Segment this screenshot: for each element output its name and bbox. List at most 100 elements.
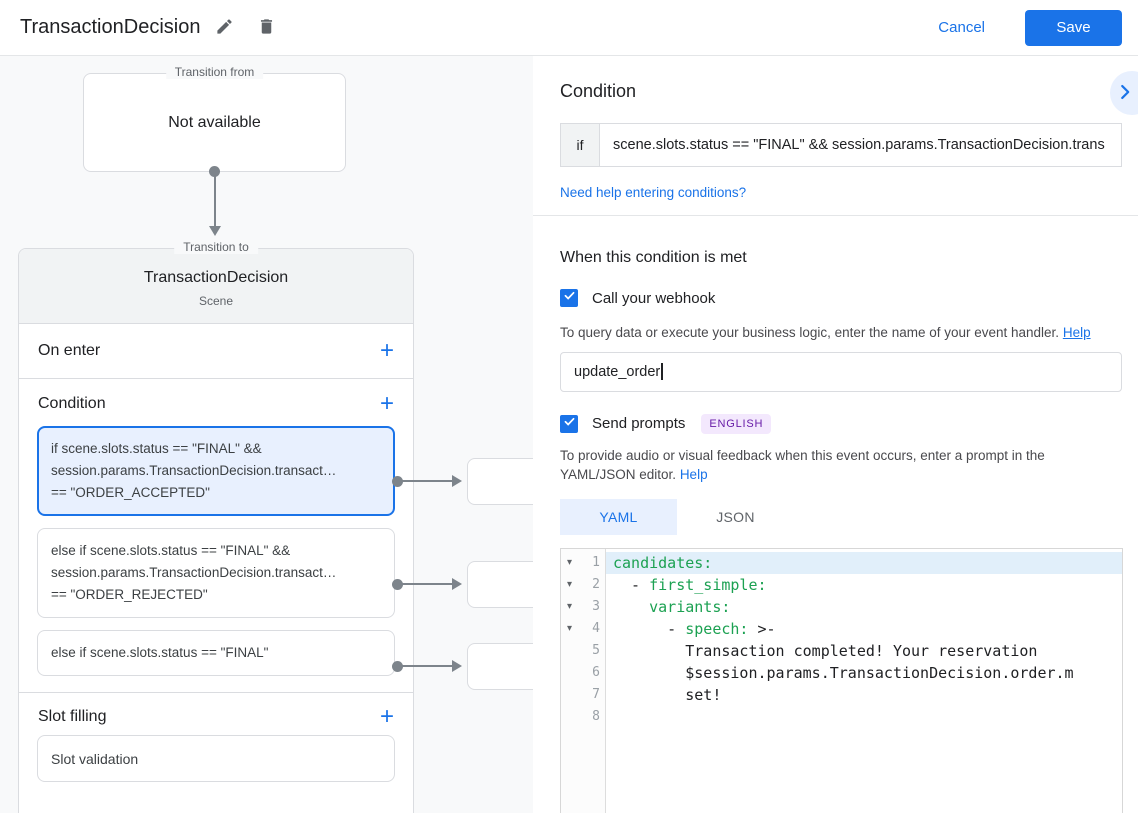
plus-icon: + bbox=[379, 703, 394, 730]
connector-arrowhead bbox=[452, 578, 462, 590]
checkmark-icon bbox=[563, 415, 576, 433]
code-line[interactable]: $session.params.TransactionDecision.orde… bbox=[606, 662, 1122, 684]
on-enter-section: On enter + bbox=[19, 324, 413, 379]
condition-card-final[interactable]: else if scene.slots.status == "FINAL" bbox=[37, 630, 395, 676]
panel-heading: Condition bbox=[560, 81, 637, 101]
fold-arrow-icon[interactable]: ▾ bbox=[566, 579, 573, 591]
condition-section: Condition + if scene.slots.status == "FI… bbox=[19, 379, 413, 693]
condition-line: == "ORDER_ACCEPTED" bbox=[51, 485, 210, 500]
code-line[interactable]: - speech: >- bbox=[606, 618, 1122, 640]
webhook-helper-body: To query data or execute your business l… bbox=[560, 325, 1060, 340]
connector-line bbox=[398, 583, 453, 585]
transition-from-label: Transition from bbox=[165, 65, 264, 79]
page-title: TransactionDecision bbox=[20, 16, 201, 38]
yaml-key: first_simple: bbox=[649, 575, 767, 594]
code-line[interactable]: Transaction completed! Your reservation bbox=[606, 640, 1122, 662]
event-handler-value: update_order bbox=[574, 363, 661, 380]
webhook-helper-text: To query data or execute your business l… bbox=[560, 323, 1118, 343]
checkmark-icon bbox=[563, 289, 576, 307]
conditions-help-link[interactable]: Need help entering conditions? bbox=[560, 185, 747, 200]
send-prompts-checkbox[interactable] bbox=[560, 414, 578, 433]
yaml-key: speech: bbox=[685, 619, 749, 638]
transition-from-content: Not available bbox=[168, 113, 261, 131]
yaml-code-editor[interactable]: ▾1 ▾2 ▾3 ▾4 5 6 7 8 candidates: - first_… bbox=[560, 547, 1123, 813]
edit-scene-button[interactable] bbox=[206, 10, 242, 46]
condition-line: else if scene.slots.status == "FINAL" && bbox=[51, 543, 291, 558]
language-badge: ENGLISH bbox=[701, 413, 772, 434]
add-slot-button[interactable]: + bbox=[380, 705, 394, 729]
yaml-text: - bbox=[613, 619, 686, 638]
transition-target-box[interactable] bbox=[467, 643, 533, 690]
scene-name: TransactionDecision bbox=[143, 269, 289, 286]
connector-arrowhead bbox=[452, 660, 462, 672]
line-number: 6 bbox=[592, 665, 600, 681]
webhook-help-link[interactable]: Help bbox=[1062, 325, 1091, 340]
transition-to-box: Transition to TransactionDecision Scene … bbox=[18, 240, 414, 813]
event-handler-input[interactable]: update_order bbox=[560, 351, 1122, 392]
collapse-panel-button[interactable] bbox=[1110, 71, 1138, 115]
connector-dot bbox=[392, 579, 403, 590]
yaml-text: set! bbox=[613, 685, 722, 704]
yaml-text: >- bbox=[748, 619, 776, 638]
tab-json[interactable]: JSON bbox=[716, 508, 755, 525]
prompts-helper-body: To provide audio or visual feedback when… bbox=[560, 447, 1045, 483]
add-condition-button[interactable]: + bbox=[380, 392, 394, 416]
condition-line: session.params.TransactionDecision.trans… bbox=[51, 463, 337, 478]
prompts-helper-text: To provide audio or visual feedback when… bbox=[560, 446, 1118, 485]
code-line[interactable] bbox=[606, 706, 1122, 728]
scene-type: Scene bbox=[198, 294, 234, 308]
on-enter-label: On enter bbox=[38, 342, 101, 359]
code-line[interactable]: candidates: bbox=[606, 551, 1122, 574]
slot-validation-card[interactable]: Slot validation bbox=[37, 735, 395, 782]
fold-arrow-icon[interactable]: ▾ bbox=[566, 623, 573, 635]
tab-yaml[interactable]: YAML bbox=[560, 498, 677, 535]
fold-arrow-icon[interactable]: ▾ bbox=[566, 557, 573, 569]
scene-card-header: TransactionDecision Scene bbox=[19, 249, 413, 324]
line-number: 3 bbox=[592, 599, 600, 615]
code-line[interactable]: - first_simple: bbox=[606, 574, 1122, 596]
line-number: 2 bbox=[592, 577, 600, 593]
yaml-text: $session.params.TransactionDecision.orde… bbox=[613, 663, 1074, 682]
if-prefix-label: if bbox=[560, 123, 600, 167]
code-line[interactable]: set! bbox=[606, 684, 1122, 706]
line-number: 4 bbox=[592, 621, 600, 637]
call-webhook-checkbox[interactable] bbox=[560, 289, 578, 307]
prompts-help-link[interactable]: Help bbox=[679, 467, 708, 483]
condition-line: == "ORDER_REJECTED" bbox=[51, 587, 208, 602]
when-condition-met-section: When this condition is met Call your web… bbox=[533, 216, 1138, 813]
save-button[interactable]: Save bbox=[1025, 9, 1122, 46]
connector-dot bbox=[392, 661, 403, 672]
yaml-key: candidates: bbox=[613, 553, 713, 572]
editor-gutter: ▾1 ▾2 ▾3 ▾4 5 6 7 8 bbox=[561, 548, 606, 813]
text-cursor bbox=[661, 363, 663, 381]
transition-target-box[interactable] bbox=[467, 561, 533, 608]
editor-code-area: candidates: - first_simple: variants: - … bbox=[606, 549, 1122, 813]
slot-item-label: Slot validation bbox=[51, 750, 139, 767]
cancel-button[interactable]: Cancel bbox=[922, 11, 1001, 44]
condition-detail-panel: Condition if scene.slots.status == "FINA… bbox=[533, 56, 1138, 813]
condition-card-rejected[interactable]: else if scene.slots.status == "FINAL" &&… bbox=[37, 528, 395, 618]
slot-filling-section: Slot filling + Slot validation bbox=[19, 693, 413, 798]
yaml-text: - bbox=[613, 575, 650, 594]
fold-arrow-icon[interactable]: ▾ bbox=[566, 601, 573, 613]
yaml-text: Transaction completed! Your reservation bbox=[613, 641, 1038, 660]
connector-dot bbox=[392, 476, 403, 487]
slot-filling-label: Slot filling bbox=[38, 708, 107, 725]
transition-target-box[interactable] bbox=[467, 458, 533, 505]
plus-icon: + bbox=[379, 390, 394, 417]
condition-expression-input[interactable]: scene.slots.status == "FINAL" && session… bbox=[600, 123, 1122, 167]
line-number: 7 bbox=[592, 687, 600, 703]
add-on-enter-button[interactable]: + bbox=[380, 339, 394, 363]
connector-line bbox=[398, 480, 453, 482]
condition-card-accepted[interactable]: if scene.slots.status == "FINAL" && sess… bbox=[37, 426, 395, 516]
line-number: 8 bbox=[592, 709, 600, 725]
connector-dot bbox=[209, 166, 220, 177]
code-line[interactable]: variants: bbox=[606, 596, 1122, 618]
call-webhook-label: Call your webhook bbox=[592, 289, 716, 307]
condition-line: session.params.TransactionDecision.trans… bbox=[51, 565, 337, 580]
transition-from-box: Transition from Not available bbox=[83, 65, 346, 172]
connector-arrowhead bbox=[452, 475, 462, 487]
delete-scene-button[interactable] bbox=[248, 10, 284, 46]
condition-line: else if scene.slots.status == "FINAL" bbox=[51, 645, 269, 660]
app-header: TransactionDecision Cancel Save bbox=[0, 0, 1138, 56]
